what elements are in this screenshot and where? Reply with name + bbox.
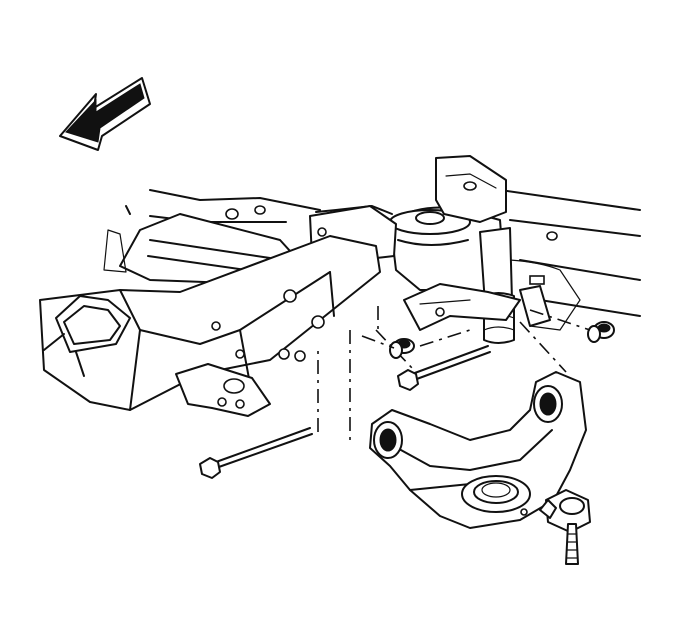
cam-bolt-front bbox=[199, 348, 319, 479]
cam-bolt-rear bbox=[375, 329, 491, 391]
assembly-centerlines bbox=[349, 306, 591, 440]
frame-rail-rear bbox=[499, 189, 641, 331]
ball-joint bbox=[539, 489, 591, 565]
mounting-bracket bbox=[403, 283, 551, 331]
crossmember-tube bbox=[43, 295, 131, 377]
frame-bracket bbox=[175, 363, 271, 417]
bump-stop bbox=[479, 227, 515, 344]
direction-arrow-icon bbox=[59, 77, 151, 151]
nut-rear bbox=[587, 321, 615, 343]
frame-rail-front bbox=[39, 235, 381, 411]
spring-tower bbox=[389, 155, 507, 301]
nut-front bbox=[389, 338, 415, 359]
upper-control-arm bbox=[369, 371, 587, 529]
